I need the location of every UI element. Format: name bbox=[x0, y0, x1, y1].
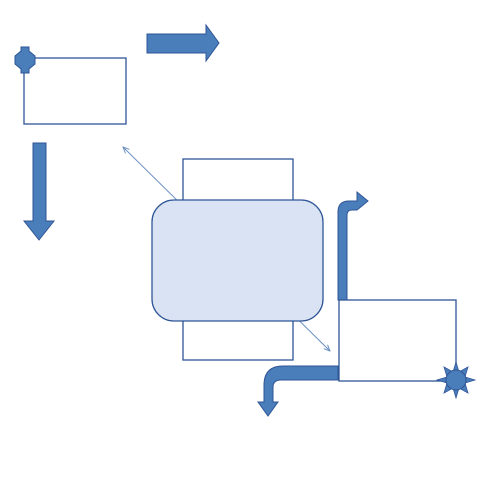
bent-down-arrow[interactable] bbox=[257, 365, 339, 417]
plus-cross-icon[interactable] bbox=[14, 46, 36, 74]
sun-icon[interactable] bbox=[435, 360, 477, 400]
bent-up-arrow[interactable] bbox=[337, 190, 369, 301]
down-block-arrow[interactable] bbox=[22, 142, 56, 241]
top-left-rectangle[interactable] bbox=[23, 57, 127, 125]
right-block-arrow[interactable] bbox=[146, 23, 220, 63]
bottom-right-rectangle[interactable] bbox=[338, 299, 457, 382]
center-rounded-rectangle[interactable] bbox=[151, 199, 324, 322]
